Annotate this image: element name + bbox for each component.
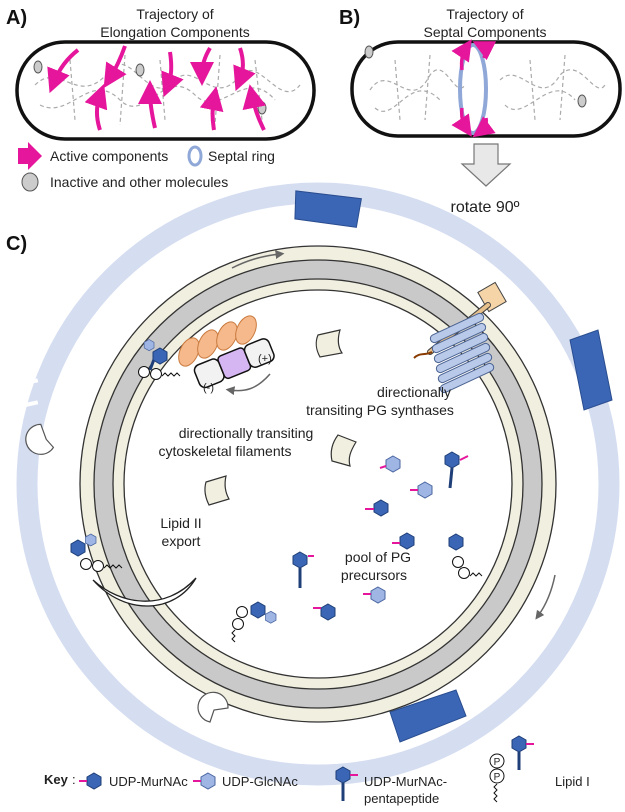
rotate-label: rotate 90º xyxy=(451,199,520,216)
active-trajectories-a xyxy=(47,45,267,131)
phosphate-label: P xyxy=(494,757,501,768)
inactive-molecule xyxy=(364,45,374,59)
panel-a-title-2: Elongation Components xyxy=(100,24,249,40)
panel-a-label: A) xyxy=(6,7,27,29)
new-cell-wall-segments xyxy=(294,190,613,743)
cell-outline-a xyxy=(15,40,316,141)
active-trajectories-b xyxy=(451,39,497,138)
key: Key : UDP-MurNAc UDP-GlcNAc UDP-MurNAc- … xyxy=(44,735,590,806)
synthases-label-2: transiting PG synthases xyxy=(306,402,454,418)
band-gaps xyxy=(23,378,166,707)
active-arrow-icon xyxy=(18,142,42,170)
pentapeptide-icon xyxy=(335,766,351,784)
lipid-carrier xyxy=(231,601,277,643)
lipid-i-icon: P P xyxy=(489,735,534,803)
panel-a-title-1: Trajectory of xyxy=(136,6,213,22)
septal-ring-icon xyxy=(187,145,203,167)
legend-septal-label: Septal ring xyxy=(208,148,275,164)
plus-end-label: (+) xyxy=(258,353,272,365)
lipid-ii-flippase xyxy=(92,577,197,607)
cytoskeletal-filament: (-) (+) xyxy=(178,315,275,394)
key-penta-2: pentapeptide xyxy=(364,791,439,806)
legend-inactive-label: Inactive and other molecules xyxy=(50,174,228,190)
inactive-molecule xyxy=(135,63,145,77)
cytoplasm xyxy=(123,289,513,679)
panel-b-label: B) xyxy=(339,7,360,29)
top-legend: Active components Septal ring Inactive a… xyxy=(18,142,275,192)
panel-c: C) xyxy=(6,182,620,786)
murnac-icon xyxy=(86,772,102,790)
panel-a: A) Trajectory of Elongation Components xyxy=(6,6,316,141)
panel-b-title-2: Septal Components xyxy=(424,24,547,40)
rotation-arrows xyxy=(225,250,556,620)
synthases-label-1: directionally xyxy=(377,384,451,400)
lipid-export-label-2: export xyxy=(162,533,201,549)
cytoskeleton-traces-b xyxy=(369,54,606,121)
key-title: Key xyxy=(44,772,69,787)
inactive-molecule xyxy=(33,60,43,74)
filaments-label-1: directionally transiting xyxy=(179,425,314,441)
panel-b: B) Trajectory of Septal Components xyxy=(339,6,622,138)
lipid-export-label-1: Lipid II xyxy=(160,515,201,531)
rotate-indicator: rotate 90º xyxy=(451,143,520,216)
key-glcnac: UDP-GlcNAc xyxy=(222,774,298,789)
lipid-carrier xyxy=(70,533,123,572)
filament-pieces xyxy=(204,329,357,506)
inactive-molecule xyxy=(577,94,587,108)
key-murnac: UDP-MurNAc xyxy=(109,774,188,789)
minus-end-label: (-) xyxy=(203,382,214,394)
inactive-molecule xyxy=(257,101,267,115)
periplasmic-protein xyxy=(25,423,55,455)
lipid-carrier xyxy=(448,533,483,579)
key-lipid: Lipid I xyxy=(555,774,590,789)
filaments-label-2: cytoskeletal filaments xyxy=(158,443,291,459)
phosphate-label: P xyxy=(494,772,501,783)
precursor-pool xyxy=(292,451,469,621)
pool-label-2: precursors xyxy=(341,567,407,583)
inactive-molecule-icon xyxy=(21,172,39,192)
pool-label-1: pool of PG xyxy=(345,549,411,565)
periplasmic-protein xyxy=(197,691,229,723)
key-penta-1: UDP-MurNAc- xyxy=(364,774,447,789)
lipid-carrier xyxy=(138,339,181,380)
panel-c-label: C) xyxy=(6,233,27,255)
outer-cell-wall-band xyxy=(16,182,620,786)
down-arrow-icon xyxy=(460,143,512,187)
key-colon: : xyxy=(72,772,76,787)
pg-synthase-complex xyxy=(413,281,507,394)
panel-b-title-1: Trajectory of xyxy=(446,6,523,22)
legend-active-label: Active components xyxy=(50,148,168,164)
glcnac-icon xyxy=(200,772,216,790)
